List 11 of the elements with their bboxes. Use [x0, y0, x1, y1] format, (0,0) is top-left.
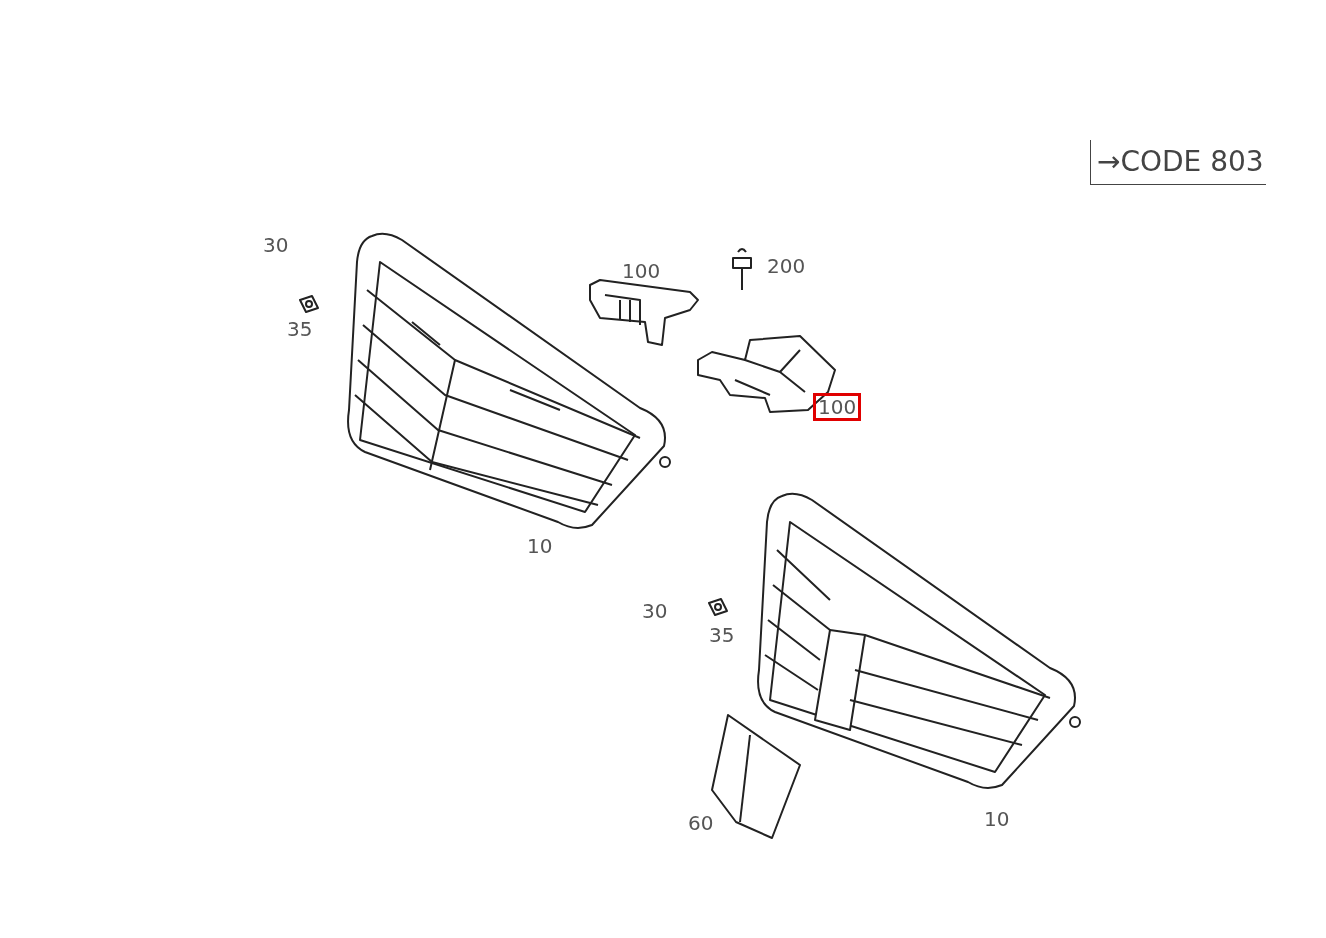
option-code-label: →CODE 803	[1090, 140, 1266, 185]
callout-number: 200	[767, 255, 806, 277]
callout-number: 30	[642, 600, 668, 622]
callout-number: 10	[527, 535, 553, 557]
callout-number: 100	[813, 393, 862, 421]
callout-number: 35	[709, 624, 735, 646]
callout-number: 35	[287, 318, 313, 340]
callout-number: 10	[984, 808, 1010, 830]
callout-number: 30	[263, 234, 289, 256]
callout-number: 60	[688, 812, 714, 834]
callout-number: 100	[622, 260, 661, 282]
